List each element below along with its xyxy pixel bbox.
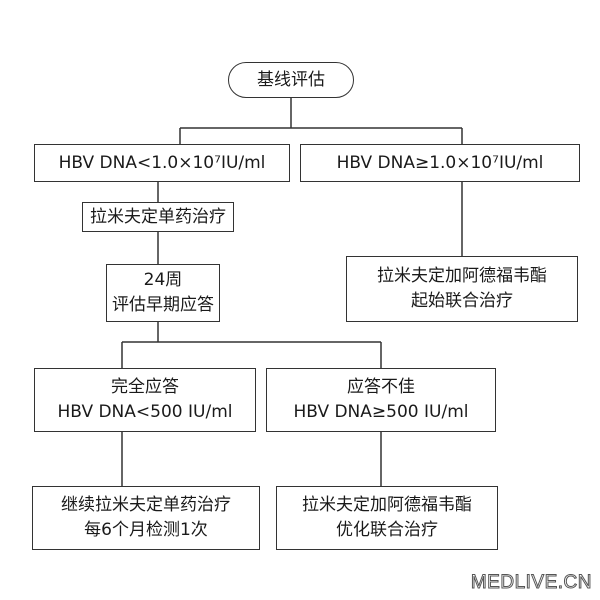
node-label-line1: 应答不佳 bbox=[347, 377, 415, 398]
node-high-dna: HBV DNA≥1.0×10⁷IU/ml bbox=[300, 144, 580, 182]
node-label-line1: 继续拉米夫定单药治疗 bbox=[61, 495, 231, 516]
node-optimized-combination: 拉米夫定加阿德福韦酯 优化联合治疗 bbox=[276, 486, 498, 550]
node-label-line2: 评估早期应答 bbox=[112, 295, 214, 315]
node-label: 基线评估 bbox=[257, 69, 325, 90]
node-label-line1: 拉米夫定加阿德福韦酯 bbox=[302, 495, 472, 516]
node-label-line1: 24周 bbox=[143, 270, 183, 291]
node-combination-start: 拉米夫定加阿德福韦酯 起始联合治疗 bbox=[346, 256, 578, 322]
node-label-line1: 拉米夫定加阿德福韦酯 bbox=[377, 266, 547, 287]
node-label-line1: 完全应答 bbox=[111, 377, 179, 398]
node-poor-response: 应答不佳 HBV DNA≥500 IU/ml bbox=[266, 368, 496, 432]
node-label-line2: HBV DNA≥500 IU/ml bbox=[293, 402, 469, 422]
node-week24-evaluation: 24周 评估早期应答 bbox=[106, 264, 220, 322]
watermark-logo: MEDLIVE.CN bbox=[470, 572, 592, 594]
node-low-dna: HBV DNA<1.0×10⁷IU/ml bbox=[34, 144, 290, 182]
node-label-line2: HBV DNA<500 IU/ml bbox=[57, 402, 233, 422]
node-label: HBV DNA≥1.0×10⁷IU/ml bbox=[336, 152, 544, 173]
node-label-line2: 每6个月检测1次 bbox=[84, 520, 208, 540]
node-lamivudine-monotherapy: 拉米夫定单药治疗 bbox=[82, 202, 234, 232]
node-label-line2: 起始联合治疗 bbox=[411, 291, 513, 311]
node-label: HBV DNA<1.0×10⁷IU/ml bbox=[58, 152, 266, 173]
node-continue-monotherapy: 继续拉米夫定单药治疗 每6个月检测1次 bbox=[32, 486, 260, 550]
node-baseline-assessment: 基线评估 bbox=[228, 62, 354, 98]
node-complete-response: 完全应答 HBV DNA<500 IU/ml bbox=[34, 368, 256, 432]
node-label-line2: 优化联合治疗 bbox=[336, 520, 438, 540]
node-label: 拉米夫定单药治疗 bbox=[90, 206, 226, 227]
